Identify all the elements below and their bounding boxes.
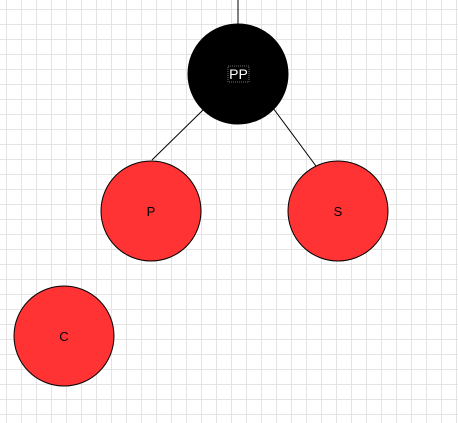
node-c-label: C xyxy=(59,329,68,344)
edge-pp-s[interactable] xyxy=(272,107,317,167)
node-c-circle[interactable] xyxy=(13,285,115,387)
node-p[interactable]: P xyxy=(100,160,202,262)
node-pp-label-box xyxy=(227,65,250,83)
edge-pp-p[interactable] xyxy=(151,109,204,161)
node-s-circle[interactable] xyxy=(287,160,389,262)
node-pp-circle[interactable] xyxy=(187,23,289,125)
node-s-label: S xyxy=(334,204,343,219)
node-c[interactable]: C xyxy=(13,285,115,387)
node-pp-label: PP xyxy=(229,66,248,82)
node-pp[interactable]: PP xyxy=(187,23,289,125)
node-s[interactable]: S xyxy=(287,160,389,262)
node-p-label: P xyxy=(147,204,156,219)
node-p-circle[interactable] xyxy=(100,160,202,262)
